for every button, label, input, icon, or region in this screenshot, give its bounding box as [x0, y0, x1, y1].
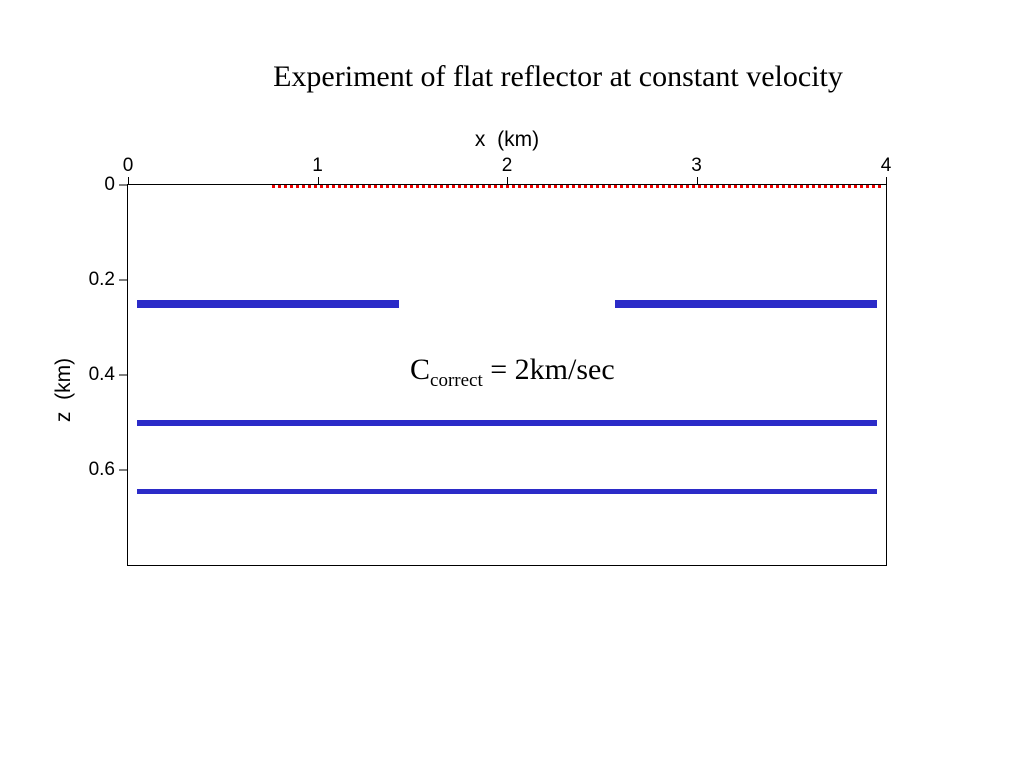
z-tick-label: 0.2: [88, 269, 115, 290]
x-tick-label: 1: [312, 155, 323, 176]
z-tick-mark: [119, 469, 128, 471]
z-tick-mark: [119, 374, 128, 376]
annotation-prefix: C: [410, 353, 431, 386]
z-axis: 0 0.2 0.4 0.6: [56, 174, 128, 565]
plot-frame: Ccorrect = 2km/sec: [127, 184, 887, 566]
z-tick-label: 0.4: [88, 364, 115, 385]
reflector-shallow-segmented: [137, 299, 399, 308]
x-tick-label: 2: [501, 155, 513, 176]
x-tick-mark: [696, 177, 698, 184]
reflector-mid: [137, 419, 877, 426]
x-tick-mark: [886, 177, 887, 184]
z-tick-label: 0: [104, 174, 115, 195]
x-tick-mark: [128, 177, 129, 184]
x-axis: 0 1 2 3 4: [123, 155, 891, 184]
reflector-shallow-segmented: [615, 299, 877, 308]
reflector-deep: [137, 488, 877, 494]
x-tick-mark: [317, 177, 319, 184]
z-tick-mark: [119, 279, 128, 281]
surface-receiver-dotted-line: [272, 185, 885, 189]
slide-title: Experiment of flat reflector at constant…: [273, 60, 843, 93]
x-tick-label: 3: [691, 155, 702, 176]
x-tick-label: 0: [122, 155, 134, 176]
x-axis-label: x (km): [474, 128, 540, 151]
x-tick-label: 4: [880, 155, 892, 176]
x-tick-mark: [507, 177, 508, 184]
annotation-suffix: = 2km/sec: [482, 353, 615, 386]
annotation-subscript: correct: [430, 370, 483, 391]
z-tick-label: 0.6: [88, 459, 115, 480]
velocity-annotation: Ccorrect = 2km/sec: [410, 353, 615, 390]
z-tick-mark: [119, 184, 128, 186]
